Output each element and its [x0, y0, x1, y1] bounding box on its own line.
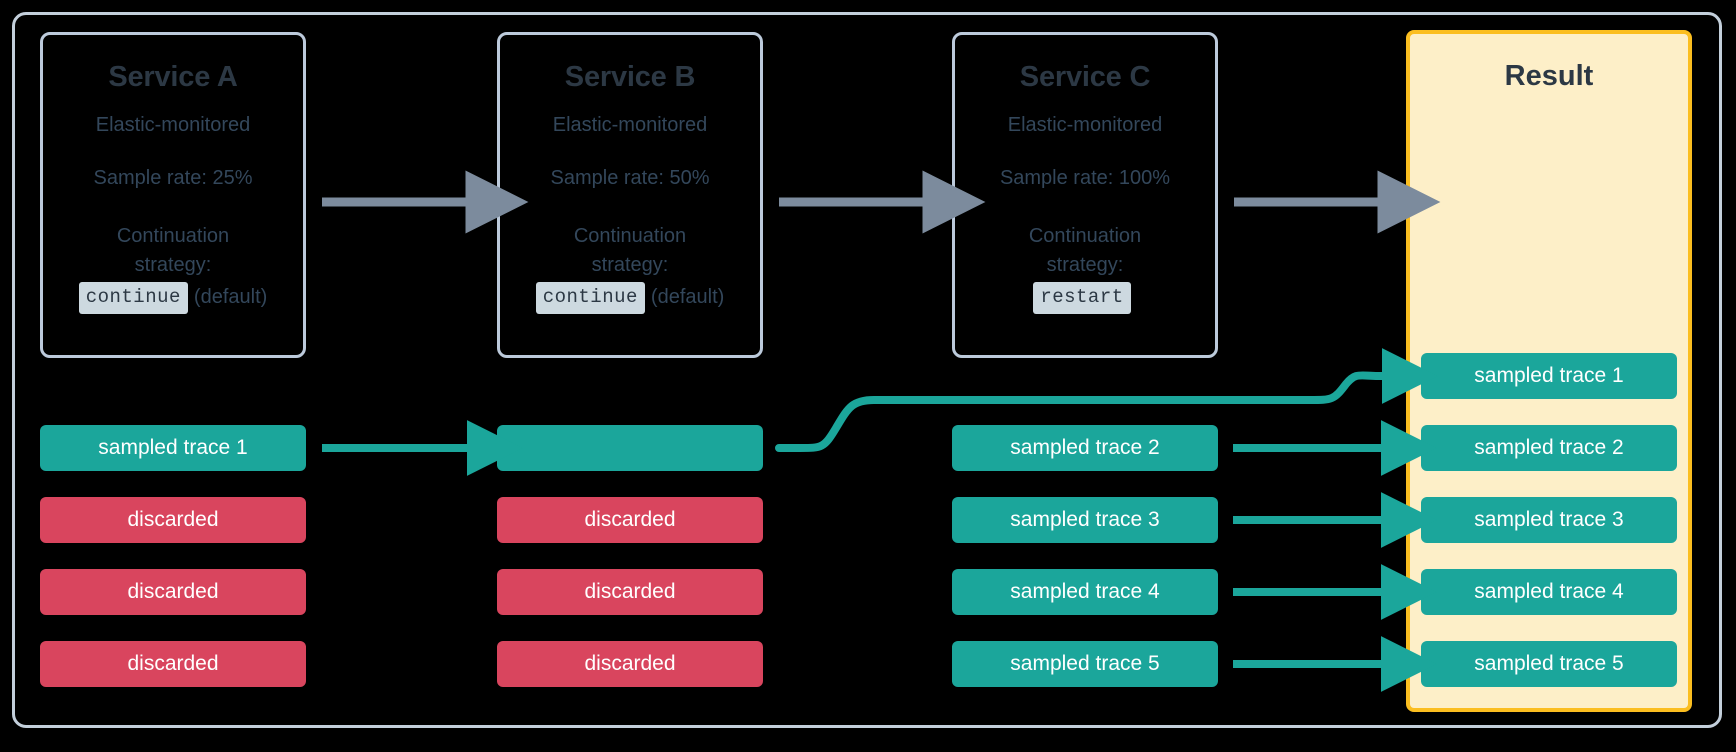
service-a-subtitle: Elastic-monitored [95, 114, 251, 136]
trace-pill-a-3: discarded [40, 569, 306, 615]
service-c-subtitle: Elastic-monitored [1007, 114, 1163, 136]
trace-pill-c-4: sampled trace 5 [952, 641, 1218, 687]
service-c-sample-rate: Sample rate: 100% [999, 167, 1171, 189]
trace-pill-a-2: discarded [40, 497, 306, 543]
service-card-a: Service A Elastic-monitored Sample rate:… [40, 32, 306, 358]
result-title: Result [1504, 60, 1594, 92]
service-a-strategy-line2: strategy: [134, 254, 212, 276]
service-a-title: Service A [108, 61, 238, 93]
service-b-strategy-code: continue [535, 282, 645, 314]
trace-pill-c-3: sampled trace 4 [952, 569, 1218, 615]
service-b-strategy-line1: Continuation [573, 225, 687, 247]
result-pill-5: sampled trace 5 [1421, 641, 1677, 687]
trace-pill-a-4: discarded [40, 641, 306, 687]
service-a-sample-rate: Sample rate: 25% [93, 167, 253, 189]
service-a-strategy-default-note: (default) [193, 286, 268, 309]
result-pill-4: sampled trace 4 [1421, 569, 1677, 615]
service-b-subtitle: Elastic-monitored [552, 114, 708, 136]
service-c-strategy-line1: Continuation [1028, 225, 1142, 247]
trace-pill-b-2: discarded [497, 497, 763, 543]
result-pill-3: sampled trace 3 [1421, 497, 1677, 543]
service-a-strategy-value-row: continue(default) [68, 282, 278, 314]
service-b-title: Service B [564, 61, 696, 93]
service-c-title: Service C [1019, 61, 1151, 93]
service-a-strategy-line1: Continuation [116, 225, 230, 247]
trace-pill-b-4: discarded [497, 641, 763, 687]
service-c-strategy-label: Continuation strategy: restart [980, 222, 1190, 314]
service-c-strategy-code: restart [1033, 282, 1131, 314]
service-b-strategy-value-row: continue(default) [525, 282, 735, 314]
trace-pill-b-3: discarded [497, 569, 763, 615]
result-pill-1: sampled trace 1 [1421, 353, 1677, 399]
service-b-strategy-label: Continuation strategy: continue(default) [525, 222, 735, 314]
service-a-strategy-label: Continuation strategy: continue(default) [68, 222, 278, 314]
service-b-strategy-default-note: (default) [650, 286, 725, 309]
diagram-outer-frame [12, 12, 1722, 728]
trace-pill-c-2: sampled trace 3 [952, 497, 1218, 543]
service-card-c: Service C Elastic-monitored Sample rate:… [952, 32, 1218, 358]
service-a-strategy-code: continue [78, 282, 188, 314]
service-c-strategy-line2: strategy: [1046, 254, 1124, 276]
service-b-sample-rate: Sample rate: 50% [550, 167, 710, 189]
service-c-strategy-value-row: restart [980, 282, 1190, 314]
service-card-b: Service B Elastic-monitored Sample rate:… [497, 32, 763, 358]
result-pill-2: sampled trace 2 [1421, 425, 1677, 471]
trace-pill-c-1: sampled trace 2 [952, 425, 1218, 471]
service-b-strategy-line2: strategy: [591, 254, 669, 276]
trace-pill-b-1 [497, 425, 763, 471]
trace-pill-a-1: sampled trace 1 [40, 425, 306, 471]
